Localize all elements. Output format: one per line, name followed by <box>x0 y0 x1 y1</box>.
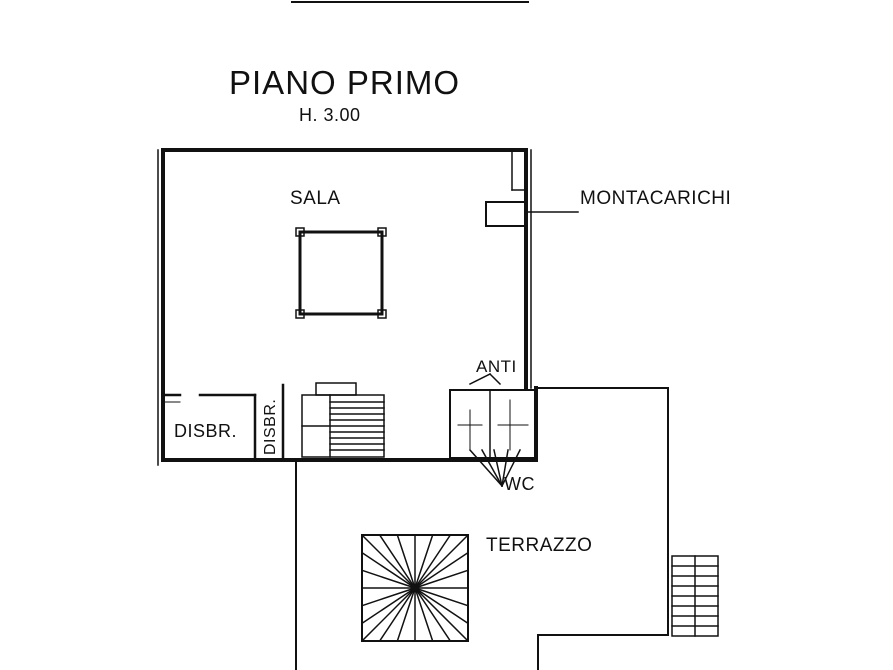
interior-partitions <box>161 383 285 462</box>
skylight-ray <box>360 586 417 625</box>
skylight-ray <box>378 533 417 590</box>
skylight-ray <box>361 587 416 607</box>
skylight-ray <box>414 587 434 642</box>
terrace-outline <box>295 387 669 670</box>
room-label-disbr: DISBR. <box>174 421 238 441</box>
central-column <box>295 227 387 319</box>
skylight-center <box>411 584 419 592</box>
room-label-wc: WC <box>504 474 535 494</box>
room-label-montacarichi: MONTACARICHI <box>580 188 732 209</box>
skylight-ray <box>396 534 416 589</box>
montacarichi-shaft <box>485 201 579 227</box>
skylight-ray <box>414 534 434 589</box>
external-stair <box>671 555 719 637</box>
room-label-sala: SALA <box>290 188 341 209</box>
skylight-ray <box>378 586 417 643</box>
skylight-ray <box>361 569 416 589</box>
skylight-ray <box>413 586 470 643</box>
room-label-anti: ANTI <box>476 357 517 376</box>
stairs <box>301 382 385 458</box>
skylight-ray <box>360 533 417 590</box>
skylight-ray <box>396 587 416 642</box>
skylight-ray <box>413 586 470 625</box>
skylight-ray <box>413 533 452 590</box>
plan-height-label: H. 3.00 <box>299 105 361 125</box>
plan-title: PIANO PRIMO <box>229 64 461 101</box>
skylight-ray <box>413 551 470 590</box>
skylight-ray <box>413 533 470 590</box>
room-label-disbr-vertical: DISBR. <box>262 398 279 455</box>
skylight-rays <box>360 533 470 643</box>
skylight-ray <box>413 586 452 643</box>
skylight-radial <box>360 533 470 643</box>
skylight-ray <box>360 586 417 643</box>
wc-leader-lines <box>468 372 522 488</box>
anti-wc-block <box>449 389 537 459</box>
wall-thickness-lines <box>157 149 532 466</box>
skylight-ray <box>360 551 417 590</box>
skylight-ray <box>414 569 469 589</box>
room-label-terrazzo: TERRAZZO <box>486 535 593 556</box>
skylight-ray <box>414 587 469 607</box>
